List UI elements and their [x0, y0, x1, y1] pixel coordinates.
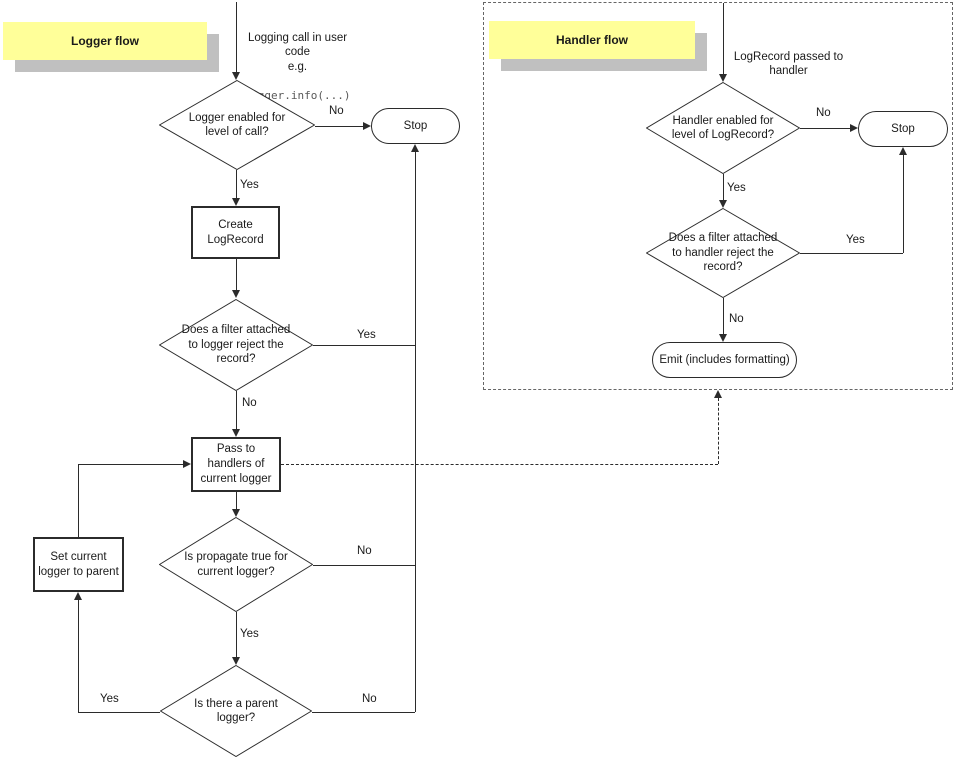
connector-create-to-filter	[236, 259, 237, 290]
connector-pass-to-propagate	[236, 492, 237, 509]
process-create-logrecord-label: Create LogRecord	[207, 218, 264, 246]
logger-flow-title-note: Logger flow	[3, 22, 207, 60]
arrowhead-down-icon	[719, 200, 727, 208]
arrowhead-down-icon	[232, 429, 240, 437]
diamond-shape	[646, 82, 800, 174]
logger-entry-code: logger.info(...)	[244, 88, 351, 102]
connector-handler-filter-yes-horizontal	[800, 253, 903, 254]
branch-label-propagate-no: No	[357, 545, 372, 557]
connector-handler-enabled-yes-to-filter	[723, 174, 724, 200]
process-set-current-logger: Set current logger to parent	[33, 537, 124, 592]
logger-entry-annotation: Logging call in user code e.g. logger.in…	[235, 16, 360, 118]
decision-propagate-label: Is propagate true for current logger?	[184, 551, 288, 578]
arrowhead-down-icon	[719, 74, 727, 82]
decision-parent-logger: Is there a parent logger?	[160, 665, 312, 757]
arrowhead-right-icon	[850, 124, 858, 132]
branch-label-handler-filter-no: No	[729, 313, 744, 325]
connector-enabled-yes-to-create	[236, 170, 237, 198]
connector-enabled-no-to-stop	[315, 126, 363, 127]
connector-parent-yes-horizontal	[78, 712, 160, 713]
connector-trunk-to-stop	[415, 152, 416, 712]
connector-pass-to-handler-dashed-horizontal	[281, 464, 718, 465]
branch-label-filter-yes: Yes	[357, 329, 376, 341]
arrowhead-down-icon	[719, 334, 727, 342]
branch-label-parent-no: No	[362, 693, 377, 705]
connector-propagate-yes-to-parent	[236, 612, 237, 657]
connector-handler-entry	[723, 3, 724, 74]
decision-logger-enabled-label: Logger enabled for level of call?	[188, 111, 286, 139]
connector-handler-filter-no-to-emit	[723, 298, 724, 334]
connector-parent-no-to-trunk	[312, 712, 415, 713]
connector-filter-no-to-pass	[236, 391, 237, 429]
branch-label-enabled-no: No	[329, 105, 344, 117]
diamond-shape	[159, 517, 313, 612]
handler-entry-annotation: LogRecord passed to handler	[726, 35, 851, 93]
stop-label: Stop	[403, 120, 428, 132]
decision-logger-filter-label: Does a filter attached to logger reject …	[181, 324, 291, 366]
stop-node-handler: Stop	[858, 111, 948, 147]
diamond-shape	[159, 299, 313, 391]
decision-logger-enabled: Logger enabled for level of call?	[159, 80, 315, 170]
handler-flow-title: Handler flow	[555, 33, 628, 47]
logger-entry-text: Logging call in user code e.g.	[247, 31, 348, 73]
process-set-current-logger-label: Set current logger to parent	[38, 550, 119, 578]
process-pass-to-handlers: Pass to handlers of current logger	[191, 437, 281, 492]
connector-pass-to-handler-dashed-vertical	[718, 398, 719, 464]
arrowhead-down-icon	[232, 509, 240, 517]
terminal-emit-label: Emit (includes formatting)	[659, 354, 790, 366]
arrowhead-up-icon	[74, 592, 82, 600]
arrowhead-up-icon	[411, 144, 419, 152]
arrowhead-up-icon	[899, 147, 907, 155]
arrowhead-down-icon	[232, 72, 240, 80]
stop-node-logger: Stop	[371, 108, 460, 144]
connector-entry-to-enabled	[236, 2, 237, 72]
arrowhead-right-icon	[183, 460, 191, 468]
decision-logger-filter: Does a filter attached to logger reject …	[159, 299, 313, 391]
branch-label-handler-enabled-no: No	[816, 107, 831, 119]
connector-parent-yes-vertical	[78, 600, 79, 712]
process-create-logrecord: Create LogRecord	[191, 206, 280, 259]
branch-label-handler-enabled-yes: Yes	[727, 182, 746, 194]
logger-flow-title: Logger flow	[71, 34, 139, 48]
decision-handler-enabled-label: Handler enabled for level of LogRecord?	[671, 114, 775, 142]
arrowhead-right-icon	[363, 122, 371, 130]
branch-label-filter-no: No	[242, 397, 257, 409]
diamond-shape	[646, 208, 800, 298]
process-pass-to-handlers-label: Pass to handlers of current logger	[200, 443, 272, 485]
connector-handler-enabled-no-to-stop	[800, 128, 850, 129]
decision-parent-logger-label: Is there a parent logger?	[194, 697, 278, 725]
branch-label-parent-yes: Yes	[100, 693, 119, 705]
handler-flow-boundary	[483, 2, 953, 390]
connector-set-parent-up	[78, 464, 79, 537]
arrowhead-down-icon	[232, 657, 240, 665]
arrowhead-down-icon	[232, 198, 240, 206]
branch-label-handler-filter-yes: Yes	[846, 234, 865, 246]
decision-handler-enabled: Handler enabled for level of LogRecord?	[646, 82, 800, 174]
terminal-emit: Emit (includes formatting)	[652, 342, 797, 378]
decision-handler-filter-label: Does a filter attached to handler reject…	[668, 232, 778, 274]
branch-label-enabled-yes: Yes	[240, 179, 259, 191]
handler-entry-text: LogRecord passed to handler	[733, 50, 844, 78]
stop-label: Stop	[891, 123, 915, 135]
diamond-shape	[159, 80, 315, 170]
arrowhead-down-icon	[232, 290, 240, 298]
connector-set-parent-to-pass	[78, 464, 183, 465]
decision-propagate: Is propagate true for current logger?	[159, 517, 313, 612]
connector-handler-filter-yes-vertical	[903, 155, 904, 253]
diamond-shape	[160, 665, 312, 757]
handler-flow-title-note: Handler flow	[489, 21, 695, 59]
connector-filter-yes-to-trunk	[313, 345, 415, 346]
branch-label-propagate-yes: Yes	[240, 628, 259, 640]
arrowhead-up-icon	[714, 390, 722, 398]
decision-handler-filter: Does a filter attached to handler reject…	[646, 208, 800, 298]
connector-propagate-no-to-trunk	[313, 565, 415, 566]
